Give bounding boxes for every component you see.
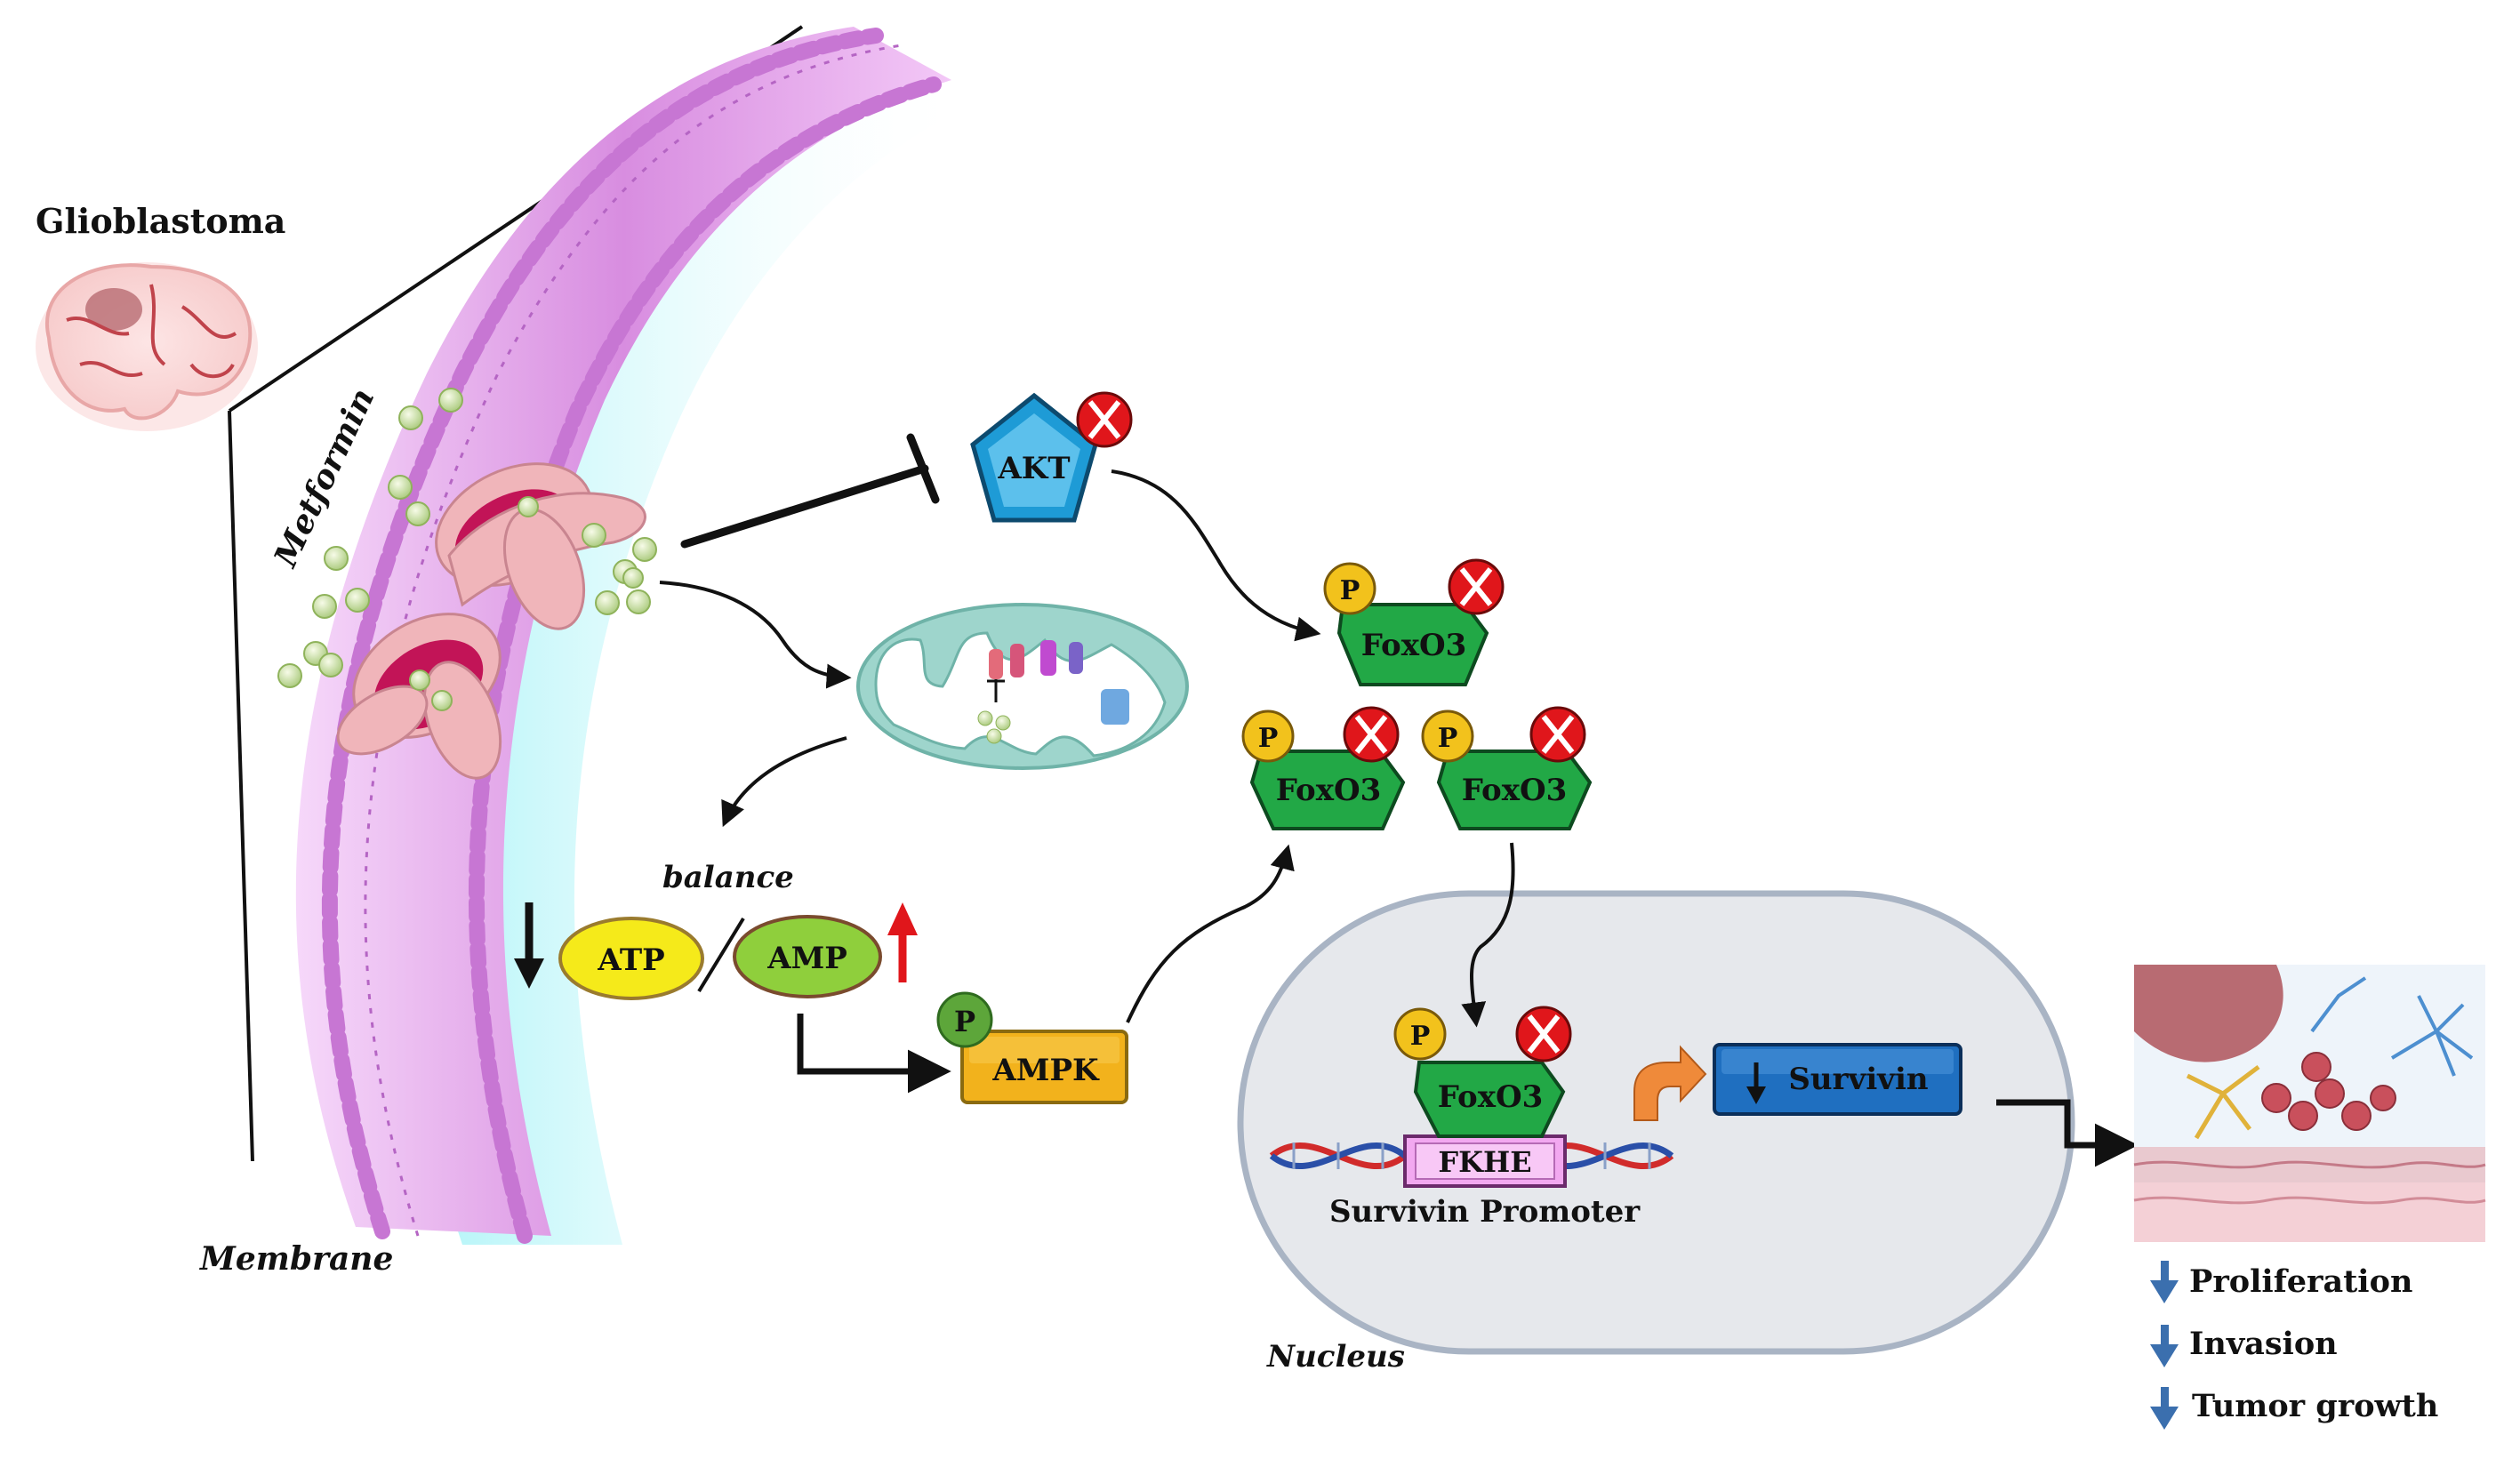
- foxo3-node-3: FoxO3: [1436, 750, 1593, 830]
- glioblastoma-title: Glioblastoma: [36, 201, 285, 241]
- arrow-to-balance: [721, 736, 847, 828]
- amp-label: AMP: [766, 941, 847, 976]
- foxo3-node-nucleus: FoxO3: [1413, 1061, 1566, 1138]
- foxo3-nucleus-phospho-badge: P: [1393, 1007, 1447, 1061]
- foxo3-1-phospho-badge: P: [1323, 562, 1376, 615]
- survivin-promoter-label: Survivin Promoter: [1329, 1194, 1641, 1230]
- arrow-foxo3-into-nucleus: [1461, 842, 1515, 1028]
- down-arrow-icon: [2150, 1407, 2179, 1430]
- arrow-survivin-to-tissue: [1996, 1099, 2139, 1167]
- arrow-to-mitochondrion: [659, 581, 852, 689]
- phospho-label: P: [954, 1005, 975, 1038]
- membrane-label: Membrane: [198, 1240, 393, 1278]
- balance-slash: [697, 917, 745, 993]
- fkhe-label: FKHE: [1438, 1145, 1531, 1179]
- outcome-invasion: Invasion: [2150, 1325, 2338, 1367]
- nucleus: [1237, 890, 2075, 1355]
- ampk-node: AMPK: [960, 1030, 1128, 1104]
- transcription-arrow-icon: [1633, 1045, 1707, 1121]
- phospho-label: P: [1258, 723, 1279, 754]
- atp-label: ATP: [597, 942, 664, 978]
- phospho-label: P: [1438, 723, 1458, 754]
- inhibition-to-akt: [680, 433, 940, 549]
- foxo3-node-2: FoxO3: [1249, 750, 1406, 830]
- foxo3-3-phospho-badge: P: [1421, 709, 1474, 763]
- foxo3-label-1: FoxO3: [1361, 628, 1467, 663]
- foxo3-label-nucleus: FoxO3: [1438, 1079, 1544, 1115]
- arrow-akt-to-foxo3: [1111, 469, 1321, 642]
- balance-label: balance: [662, 860, 794, 895]
- survivin-node: Survivin: [1713, 1043, 1962, 1116]
- fkhe-node: FKHE: [1403, 1134, 1567, 1188]
- survivin-label: Survivin: [1788, 1062, 1928, 1097]
- foxo3-3-inhibited-icon: [1529, 706, 1586, 763]
- glioblastoma-brain-icon: [36, 262, 258, 431]
- survivin-down-arrow-icon: [1746, 1086, 1766, 1104]
- amp-up-arrow-icon: [887, 902, 918, 982]
- ampk-phospho-badge: P: [936, 991, 993, 1048]
- atp-down-arrow-icon: [514, 902, 544, 989]
- akt-label: AKT: [997, 451, 1070, 486]
- phospho-label: P: [1340, 575, 1360, 606]
- arrow-ampk-to-foxo3: [1126, 844, 1295, 1023]
- foxo3-nucleus-inhibited-icon: [1515, 1006, 1572, 1062]
- outcome-label: Proliferation: [2189, 1263, 2412, 1300]
- nucleus-label: Nucleus: [1266, 1339, 1405, 1375]
- foxo3-2-inhibited-icon: [1343, 706, 1400, 763]
- amp-node: AMP: [733, 915, 882, 998]
- down-arrow-icon: [2150, 1280, 2179, 1303]
- outcome-label: Invasion: [2189, 1326, 2338, 1362]
- tumor-tissue-image: [2133, 965, 2486, 1242]
- akt-inhibited-icon: [1076, 391, 1133, 448]
- outcome-tumor-growth: Tumor growth: [2150, 1387, 2438, 1430]
- transporter-upper-icon: [435, 462, 646, 630]
- atp-node: ATP: [558, 917, 704, 1000]
- foxo3-label-3: FoxO3: [1462, 773, 1568, 808]
- mitochondrion-icon: [856, 603, 1189, 770]
- ampk-label: AMPK: [991, 1053, 1100, 1088]
- down-arrow-icon: [2150, 1344, 2179, 1367]
- foxo3-2-phospho-badge: P: [1241, 709, 1295, 763]
- metformin-molecules: [277, 388, 657, 711]
- foxo3-node-1: FoxO3: [1336, 603, 1489, 686]
- outcome-proliferation: Proliferation: [2150, 1261, 2412, 1303]
- foxo3-1-inhibited-icon: [1448, 558, 1505, 615]
- akt-node: AKT: [970, 392, 1098, 523]
- arrow-amp-to-ampk: [797, 1014, 951, 1094]
- foxo3-label-2: FoxO3: [1276, 773, 1382, 808]
- outcome-label: Tumor growth: [2192, 1388, 2438, 1424]
- phospho-label: P: [1410, 1021, 1431, 1052]
